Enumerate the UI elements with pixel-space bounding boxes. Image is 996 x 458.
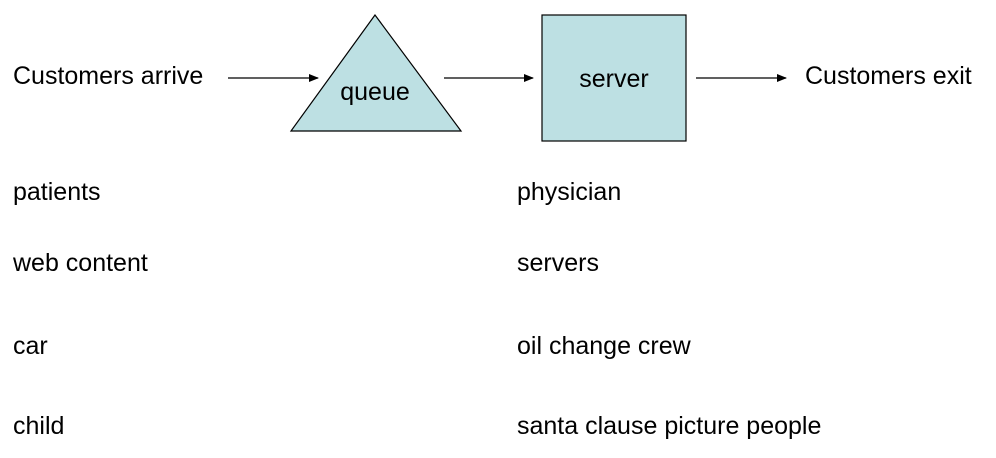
queue-label: queue xyxy=(340,78,410,106)
example-server-1: servers xyxy=(517,249,599,277)
example-server-0: physician xyxy=(517,178,622,206)
server-label: server xyxy=(579,65,648,93)
example-customer-3: child xyxy=(13,412,65,440)
queue-triangle xyxy=(289,13,463,132)
example-server-2: oil change crew xyxy=(517,332,691,360)
example-customer-0: patients xyxy=(13,178,101,206)
sink-label: Customers exit xyxy=(805,62,972,90)
server-box xyxy=(541,14,687,142)
queue-flow-diagram: Customers arrive queue server Customers … xyxy=(13,13,972,142)
source-label: Customers arrive xyxy=(13,62,203,90)
example-server-3: santa clause picture people xyxy=(517,412,822,440)
example-customer-1: web content xyxy=(13,249,148,277)
example-customer-2: car xyxy=(13,332,48,360)
